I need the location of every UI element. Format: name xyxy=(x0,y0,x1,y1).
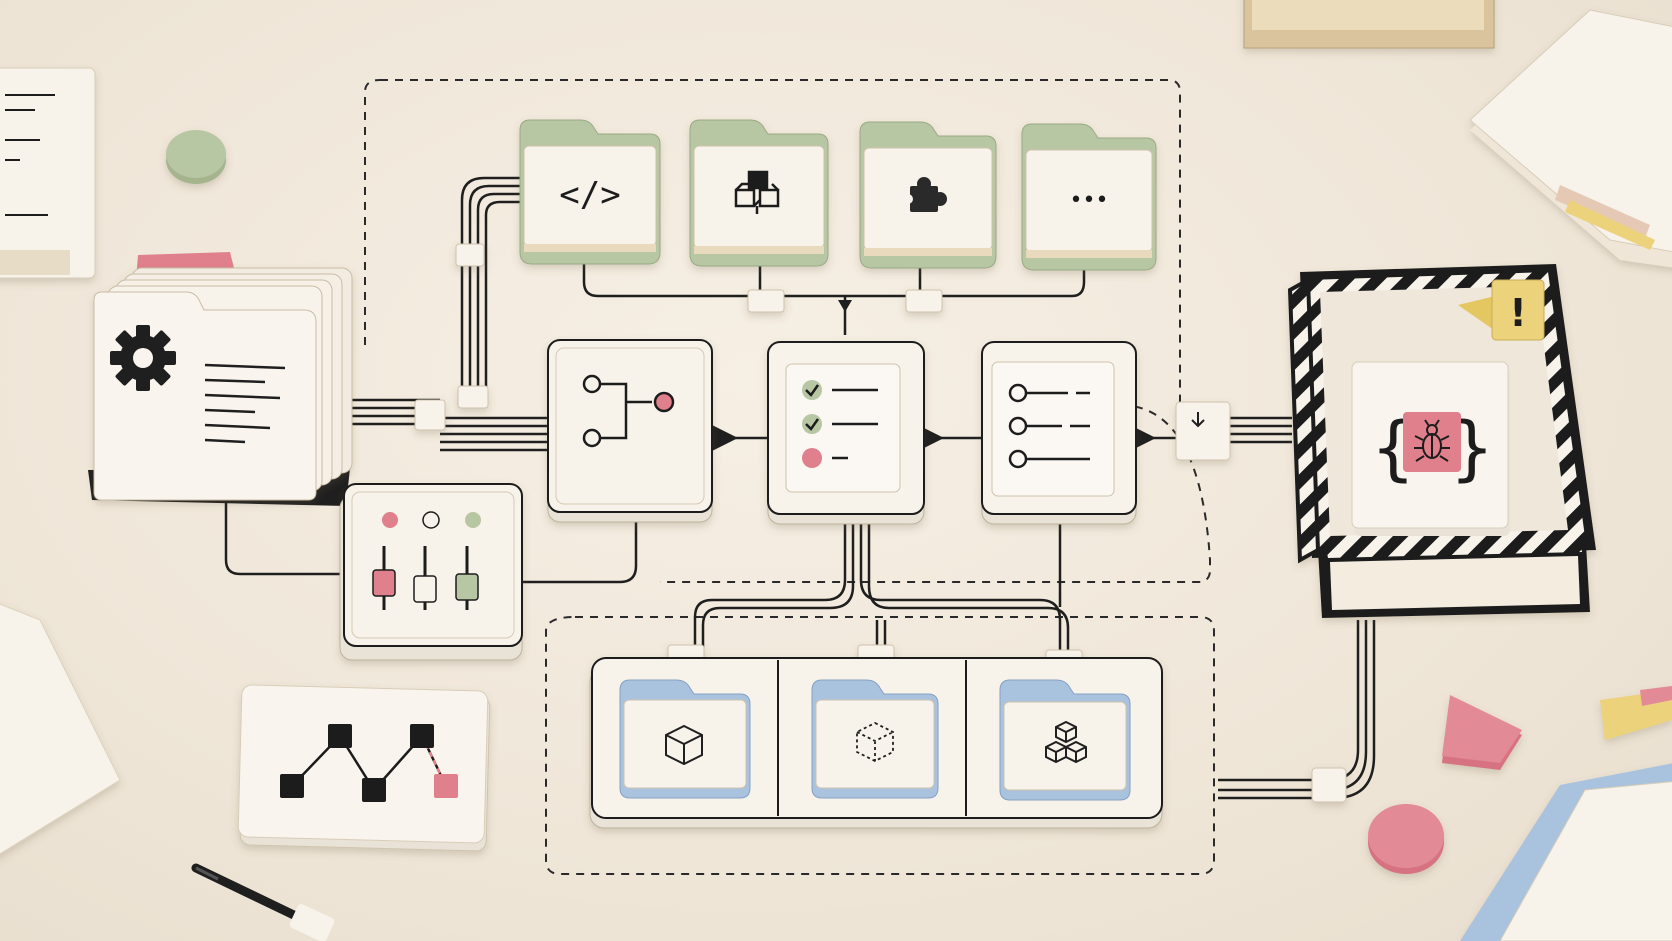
paper-sheet-left xyxy=(0,603,121,855)
paper-stack-top-right xyxy=(1469,9,1672,268)
bug-icon xyxy=(1414,419,1450,462)
dotted-cube-icon xyxy=(856,721,894,763)
cube-icon xyxy=(665,724,703,766)
notes-card-top-left xyxy=(0,67,96,279)
folder-dependencies xyxy=(689,119,829,267)
pink-disc xyxy=(1368,804,1444,874)
module-folder-dotted-cube xyxy=(811,679,939,799)
debug-card: { } xyxy=(1351,361,1510,536)
path-graph-card xyxy=(237,684,491,852)
paper-stack-bottom-right xyxy=(1460,686,1672,941)
sliders-icon xyxy=(372,511,481,610)
warning-flag-icon: ! xyxy=(1458,279,1545,341)
stage-checklist-card xyxy=(767,341,925,525)
cube-stack-icon xyxy=(1045,720,1087,764)
config-text-lines xyxy=(204,363,286,444)
branch-icon xyxy=(582,374,675,448)
folder-more: ••• xyxy=(1021,123,1157,271)
stage-options-card xyxy=(981,341,1137,525)
ellipsis-icon: ••• xyxy=(1070,188,1109,213)
connector-arrow-icon xyxy=(1191,412,1205,428)
top-group-boundary xyxy=(364,79,1211,583)
puzzle-piece-icon xyxy=(903,177,947,212)
module-folder-cube xyxy=(619,679,751,799)
checklist-icon xyxy=(802,380,878,468)
config-folder-stack xyxy=(88,252,353,506)
pen-icon xyxy=(191,863,335,941)
folder-plugins xyxy=(859,121,997,269)
stage-branch-card xyxy=(547,339,713,523)
code-icon: </> xyxy=(559,175,620,215)
alert-mark: ! xyxy=(1509,291,1526,335)
green-token xyxy=(166,130,226,184)
settings-sliders-card xyxy=(339,483,523,661)
module-folder-cube-stack xyxy=(999,679,1131,801)
folder-code: </> xyxy=(519,119,661,265)
stacked-cubes-icon xyxy=(734,170,780,214)
debug-sandbox-box: { } ! xyxy=(1287,264,1596,618)
pink-trapezoid xyxy=(1442,695,1522,770)
wiring xyxy=(224,176,1376,800)
option-list-icon xyxy=(1008,383,1090,469)
wood-block-top xyxy=(1243,0,1495,49)
gear-icon xyxy=(110,325,176,391)
path-graph-icon xyxy=(280,724,458,802)
